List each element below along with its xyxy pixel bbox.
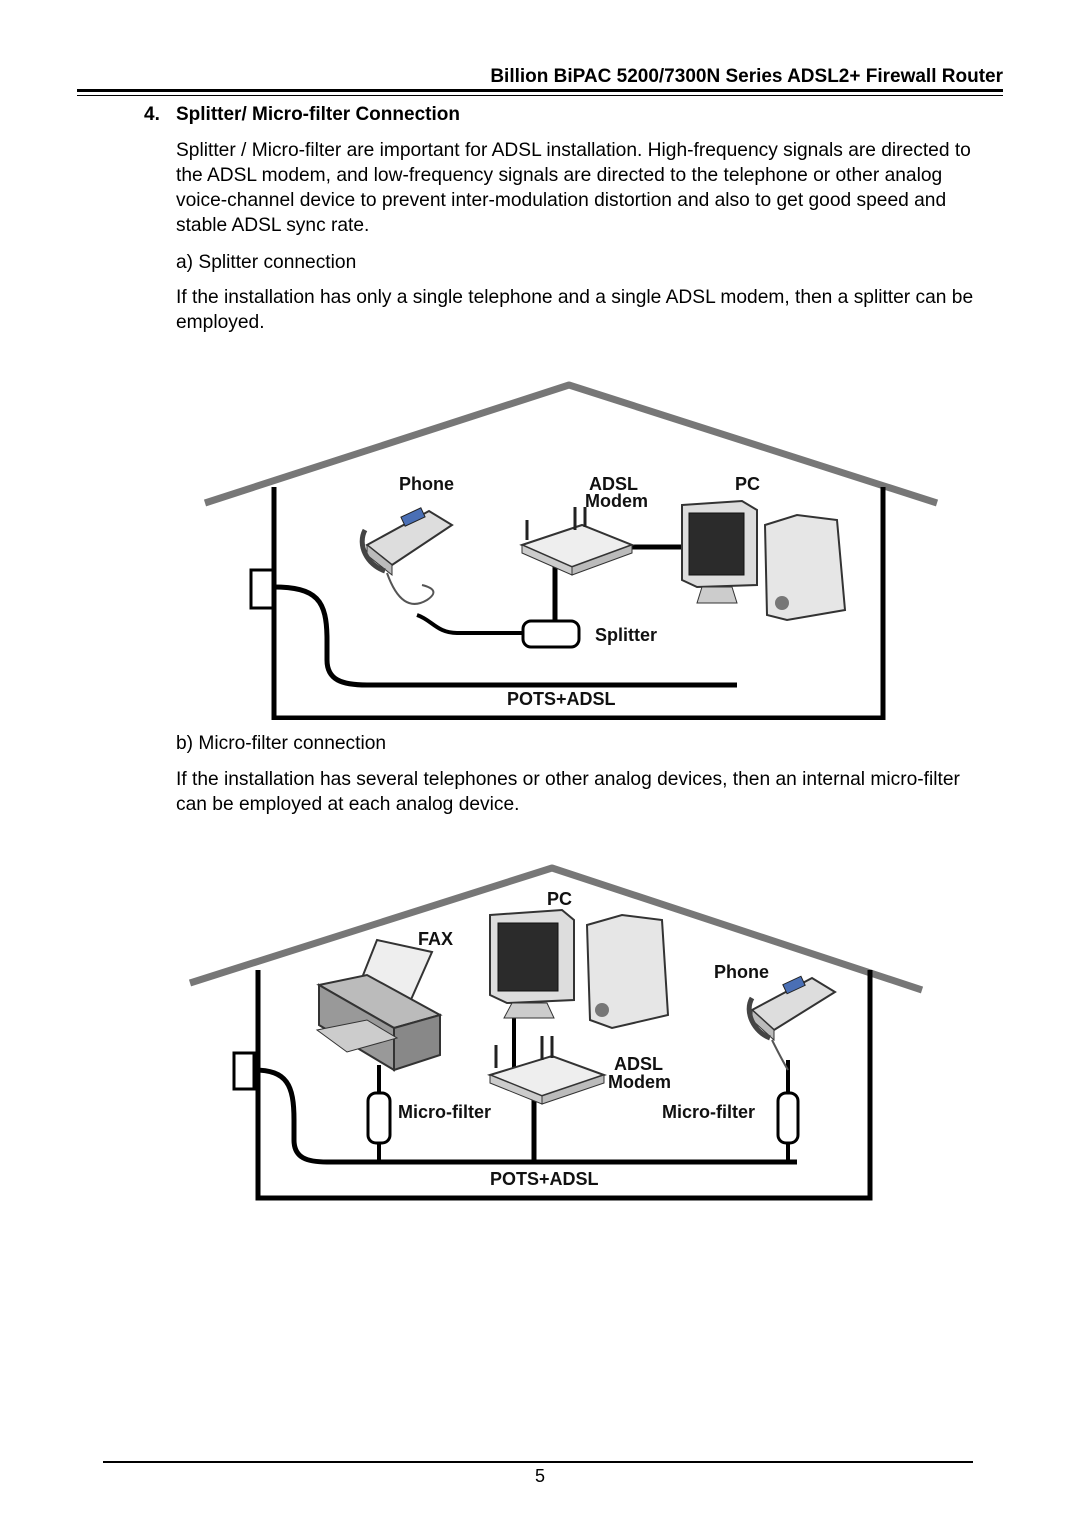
fax-icon	[315, 938, 443, 1072]
section-title: Splitter/ Micro-filter Connection	[176, 104, 460, 125]
splitter-heading: a) Splitter connection	[176, 252, 357, 273]
pc-icon	[681, 499, 847, 622]
house-roof	[203, 381, 939, 507]
adsl-modem-icon	[487, 1036, 608, 1105]
microfilter-diagram: PC FAX Phone ADSL Modem Micro-filter Mic…	[188, 864, 924, 1201]
house-roof	[188, 864, 924, 994]
microfilter-right	[776, 1091, 800, 1145]
modem-label: Modem	[608, 1072, 671, 1092]
phone-label: Phone	[714, 962, 769, 982]
adsl-label: ADSL	[589, 474, 638, 494]
adsl-modem-icon	[519, 507, 635, 576]
telephone-icon	[746, 975, 837, 1071]
pc-label: PC	[547, 889, 572, 909]
intro-paragraph: Splitter / Micro-filter are important fo…	[176, 140, 971, 236]
microfilter-left	[366, 1091, 392, 1145]
section-number: 4.	[144, 104, 160, 125]
header-rule	[77, 89, 1003, 92]
pc-icon	[489, 908, 670, 1030]
microfilter-paragraph: If the installation has several telephon…	[176, 769, 960, 815]
page-number: 5	[534, 1466, 545, 1486]
header-rule-thin	[77, 95, 1003, 96]
pc-label: PC	[735, 474, 760, 494]
line-cable	[253, 1067, 797, 1165]
telephone-icon	[359, 507, 454, 605]
wall-jack	[232, 1051, 256, 1091]
pots-adsl-label: POTS+ADSL	[490, 1169, 599, 1189]
splitter-label: Splitter	[595, 625, 657, 645]
line-cable	[272, 584, 737, 688]
microfilter-left-label: Micro-filter	[398, 1102, 491, 1122]
splitter-diagram: Phone ADSL Modem PC Splitter POTS+ADSL	[203, 381, 939, 720]
adsl-label: ADSL	[614, 1054, 663, 1074]
footer-rule	[103, 1461, 973, 1463]
fax-label: FAX	[418, 929, 453, 949]
phone-label: Phone	[399, 474, 454, 494]
splitter-box	[521, 619, 581, 649]
microfilter-heading: b) Micro-filter connection	[176, 733, 387, 754]
splitter-paragraph: If the installation has only a single te…	[176, 287, 974, 333]
microfilter-right-label: Micro-filter	[662, 1102, 755, 1122]
house-walls	[255, 970, 873, 1201]
wall-jack	[249, 568, 275, 610]
modem-label: Modem	[585, 491, 648, 511]
pots-adsl-label: POTS+ADSL	[507, 689, 616, 709]
document-header-title: Billion BiPAC 5200/7300N Series ADSL2+ F…	[490, 66, 1003, 87]
